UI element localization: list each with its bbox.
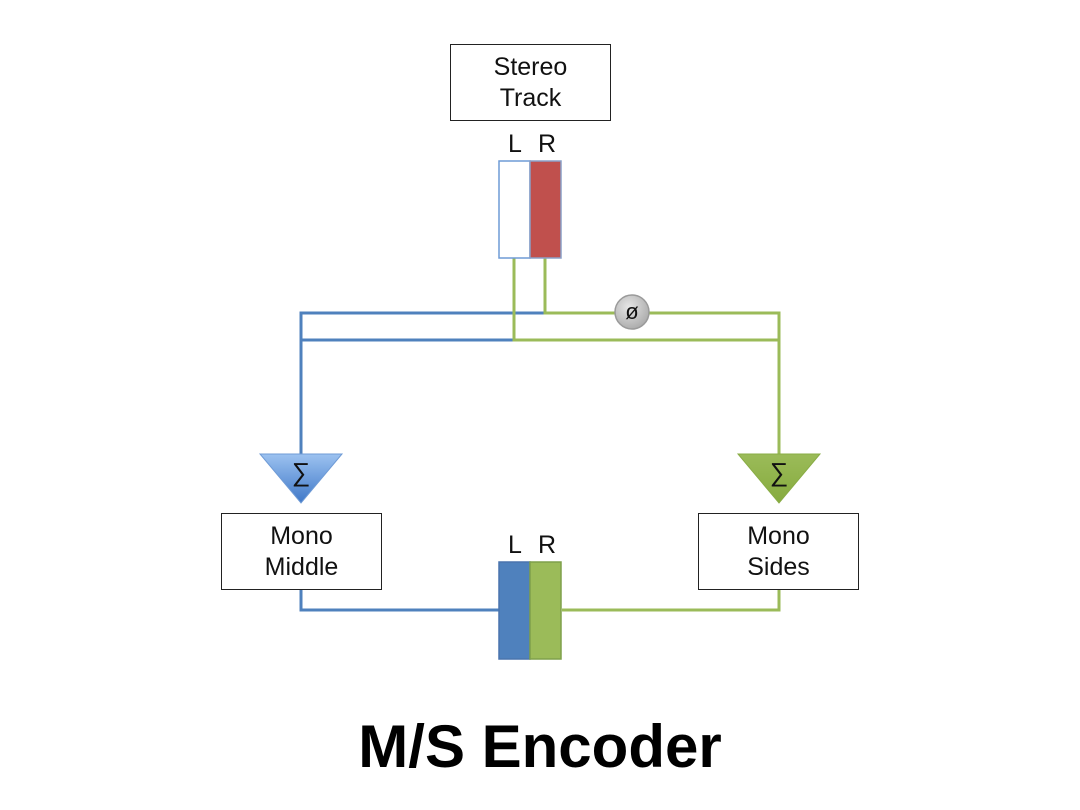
sides-to-output-line [562,590,781,612]
mono-middle-label: Mono Middle [264,521,339,581]
mono-sides-label: Mono Sides [747,521,810,581]
mono-sides-box: Mono Sides [698,513,859,590]
sum-sides-symbol: ∑ [769,457,789,487]
top-left-channel-label: L [508,130,522,158]
output-right-channel-bar [529,561,562,660]
top-right-channel-label: R [537,130,557,158]
middle-to-output-line [299,590,500,612]
phase-invert-symbol: ø [625,299,639,324]
stereo-left-channel-bar [498,160,531,259]
stereo-track-label: Stereo Track [493,52,568,112]
sum-triangle-sides [736,453,822,504]
mono-middle-box: Mono Middle [221,513,382,590]
stereo-right-channel-bar [529,160,562,259]
green-signal-lines [512,258,781,612]
right-channel-to-sides-line [543,258,781,455]
phase-invert-node [614,294,650,330]
left-channel-to-middle-line [299,258,516,455]
output-left-channel-bar [498,561,531,660]
stereo-track-box: Stereo Track [450,44,611,121]
left-channel-to-sides-line [512,258,781,455]
sum-middle-symbol: ∑ [291,457,311,487]
right-channel-to-middle-line [299,311,545,455]
diagram-title: M/S Encoder [358,713,722,780]
bottom-left-channel-label: L [508,531,522,559]
sum-triangle-middle [258,453,344,504]
bottom-right-channel-label: R [537,531,557,559]
